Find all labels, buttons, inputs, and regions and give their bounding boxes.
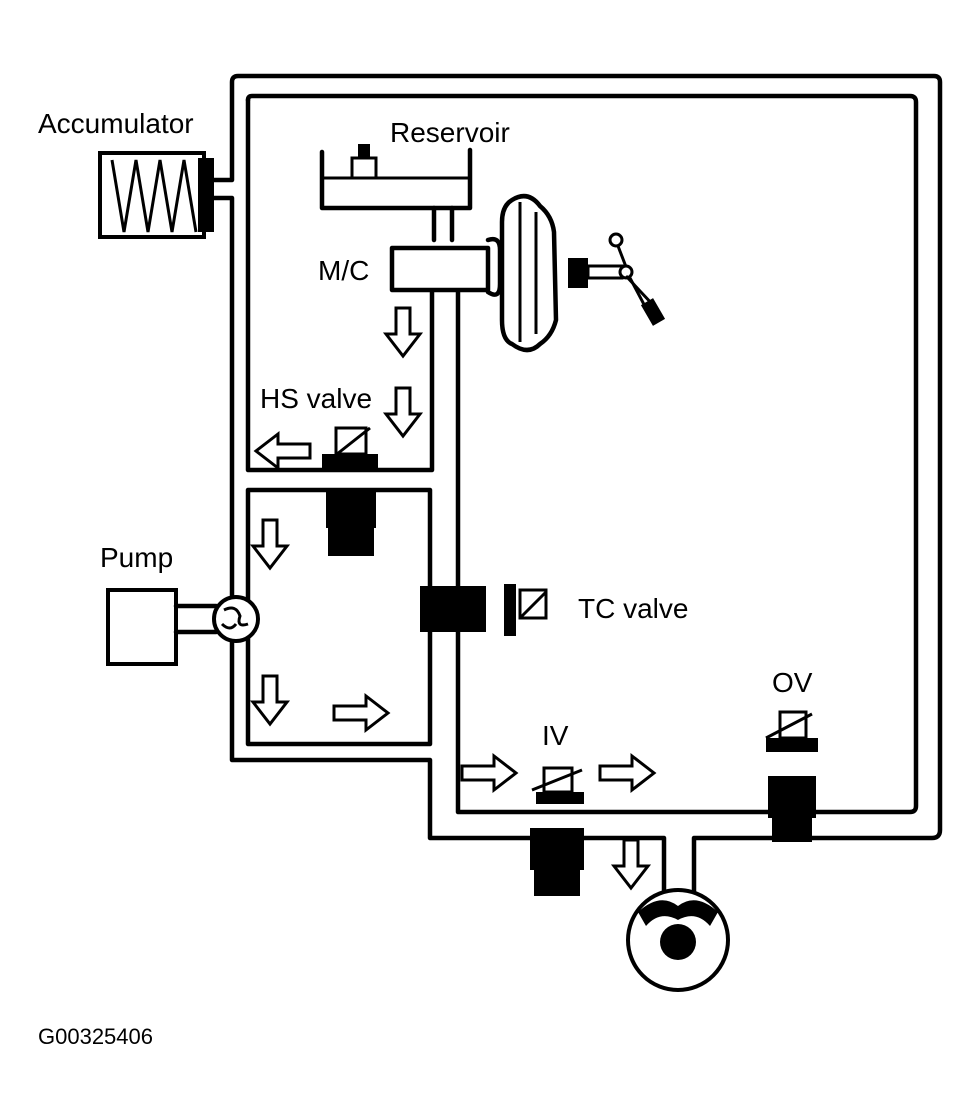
iv-valve (530, 766, 584, 896)
mc-label: M/C (318, 255, 369, 286)
pump (106, 588, 260, 666)
brake-booster (499, 193, 624, 353)
reservoir (319, 144, 473, 243)
ov-label: OV (772, 667, 813, 698)
flow-arrow-down (249, 518, 291, 571)
brake-pedal (608, 232, 666, 326)
flow-arrows (249, 306, 657, 891)
flow-arrow-right (332, 692, 391, 734)
tc-valve (420, 584, 548, 636)
accumulator (98, 151, 214, 239)
hs-valve (322, 426, 378, 556)
wheel-cylinder (626, 888, 730, 992)
main-pipe-loop (211, 73, 943, 898)
hs-valve-label: HS valve (260, 383, 372, 414)
flow-arrow-down (610, 838, 652, 891)
flow-arrow-down (382, 386, 424, 439)
accumulator-label: Accumulator (38, 108, 194, 139)
pump-label: Pump (100, 542, 173, 573)
reservoir-label: Reservoir (390, 117, 510, 148)
flow-arrow-left (253, 430, 312, 472)
ov-valve (765, 710, 818, 842)
iv-label: IV (542, 720, 569, 751)
flow-arrow-down (249, 674, 291, 727)
flow-arrow-down (382, 306, 424, 359)
flow-arrow-right (598, 752, 657, 794)
tc-valve-label: TC valve (578, 593, 688, 624)
flow-arrow-right (460, 752, 519, 794)
figure-id: G00325406 (38, 1024, 153, 1049)
master-cylinder (389, 236, 503, 297)
